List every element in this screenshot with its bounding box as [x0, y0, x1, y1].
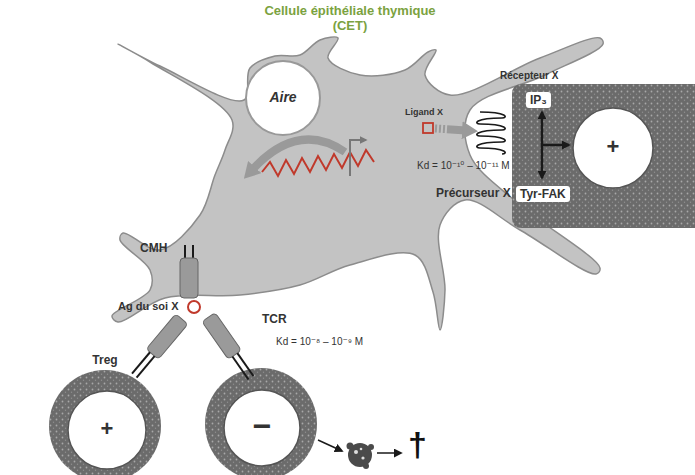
signal-connector: [435, 128, 466, 130]
mhc-stem: [184, 245, 186, 259]
precursor-label: Précurseur X: [436, 186, 511, 200]
ligand-label: Ligand X: [405, 107, 443, 118]
ligand-mark: [423, 123, 433, 133]
receptor-label: Récepteur X: [500, 70, 558, 82]
aire-label: Aire: [245, 89, 321, 106]
apoptotic-bleb: [368, 444, 374, 450]
nucleus-circle: [246, 61, 320, 135]
cell-title: Cellule épithéliale thymique (CET): [250, 3, 450, 33]
apoptotic-fragment: [361, 456, 364, 459]
signal-label: IP₃: [526, 92, 551, 108]
antigen-label: Ag du soi X: [118, 300, 179, 313]
promoter-arrow: [350, 140, 366, 176]
tcr-body: [202, 313, 241, 360]
death-arrow: [377, 452, 401, 454]
signal-label: Tyr-FAK: [516, 186, 570, 202]
apoptotic-cell: [347, 443, 375, 470]
nucleus-circle: [68, 391, 146, 469]
ligand-square-outline: [423, 123, 433, 133]
cell-body: [49, 370, 161, 475]
processing-arrow: [252, 140, 345, 170]
aire-circle: Aire: [245, 60, 321, 136]
ligand-square: Ligand X: [423, 123, 433, 133]
affinity-label: Kd = 10⁻¹⁰ – 10⁻¹¹ M: [417, 160, 510, 172]
tcr-stem: [232, 357, 248, 380]
mhc-stem: [192, 245, 194, 259]
nucleus-sign: −: [237, 407, 287, 445]
receptor-loops: [477, 112, 505, 154]
target-cell: IP₃ Tyr-FAK +: [512, 84, 695, 228]
cell-body: [512, 84, 695, 228]
tcr-receptor: [202, 313, 258, 383]
affinity-label: Kd = 10⁻⁸ – 10⁻⁹ M: [276, 336, 363, 348]
apoptotic-bleb: [363, 463, 369, 469]
t-cell: −: [205, 368, 317, 475]
death-cross: †: [408, 424, 427, 465]
apoptotic-fragment: [360, 448, 363, 451]
tcr-label: TCR: [262, 312, 287, 326]
nucleus-sign: +: [87, 416, 127, 442]
tcr-stem: [137, 356, 155, 377]
self-antigen: [188, 301, 200, 313]
receptor-coil-outline: [478, 110, 504, 154]
receptor-coil: Récepteur X: [478, 110, 504, 154]
precursor-gene: [262, 150, 374, 176]
nucleus-circle: [224, 390, 300, 466]
signal-arrow: [542, 144, 569, 147]
apoptotic-fragment: [354, 450, 358, 454]
tcr-receptor: [128, 314, 188, 381]
tcr-body: [146, 314, 188, 360]
cell-body: [205, 368, 317, 475]
mhc-body: [180, 258, 198, 298]
tcr-stem: [132, 352, 150, 373]
death-arrow: [318, 440, 342, 451]
nucleus-sign: +: [593, 134, 633, 160]
apoptotic-bleb: [347, 443, 354, 450]
treg-cell: Treg+: [49, 370, 161, 475]
mhc-label: CMH: [140, 241, 167, 255]
mhc-molecule: [180, 245, 198, 298]
tcr-stem: [237, 353, 253, 376]
nucleus-circle: [573, 108, 653, 188]
